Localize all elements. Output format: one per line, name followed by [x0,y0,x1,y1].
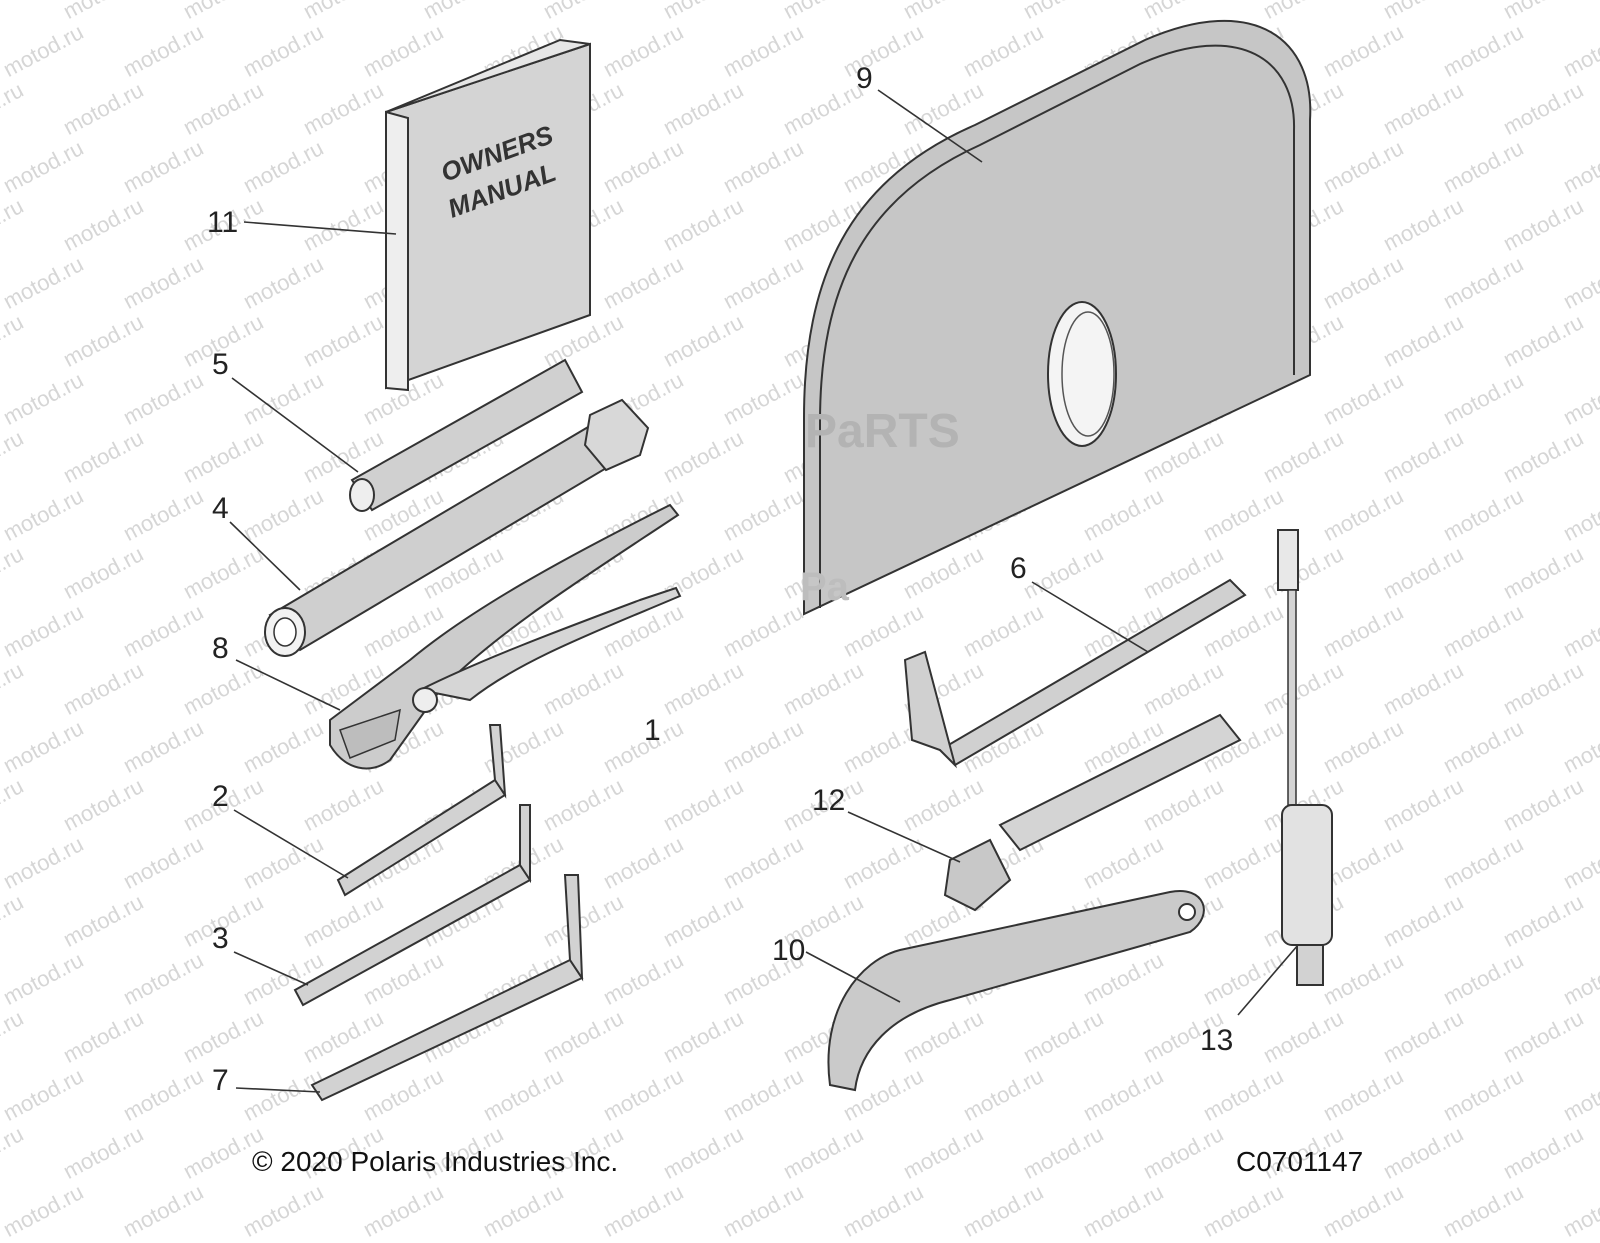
pliers-part [329,503,682,770]
callout-leaders [229,89,1299,1093]
callout-1: 1 [644,714,661,747]
parts-watermark-large: PaRTS [805,405,960,458]
callout-3: 3 [212,922,229,955]
parts-watermark-small: Pa [800,565,850,609]
callout-9: 9 [856,62,873,95]
torx-wrench-small-part [336,724,507,897]
extension-bar-part [349,358,584,512]
diagram-code: C0701147 [1236,1146,1364,1177]
spark-plug-wrench-part [264,398,650,657]
torx-wrench-medium-part [293,804,532,1007]
tool-bag-part: PaRTS Pa [800,19,1312,616]
callout-6: 6 [1010,552,1027,585]
hex-key-part [903,578,1247,769]
callout-4: 4 [212,492,229,525]
callout-2: 2 [212,780,229,813]
copyright-text: © 2020 Polaris Industries Inc. [252,1146,619,1177]
callout-5: 5 [212,348,229,381]
callout-7: 7 [212,1064,229,1097]
torx-wrench-large-part [310,874,584,1102]
tool-kit-illustration: PaRTS Pa OWNERS MANUAL [207,19,1333,1102]
callout-8: 8 [212,632,229,665]
owners-manual-part: OWNERS MANUAL [385,38,591,392]
callout-11: 11 [207,206,238,239]
callout-10: 10 [772,934,805,967]
tire-gauge-part [943,713,1242,912]
power-adapter-part [1277,529,1333,986]
callout-12: 12 [812,784,845,817]
spanner-wrench-part [827,889,1205,1092]
callout-numbers: 11 5 4 8 2 3 7 1 9 6 12 10 13 [207,62,1233,1097]
callout-13: 13 [1200,1024,1233,1057]
